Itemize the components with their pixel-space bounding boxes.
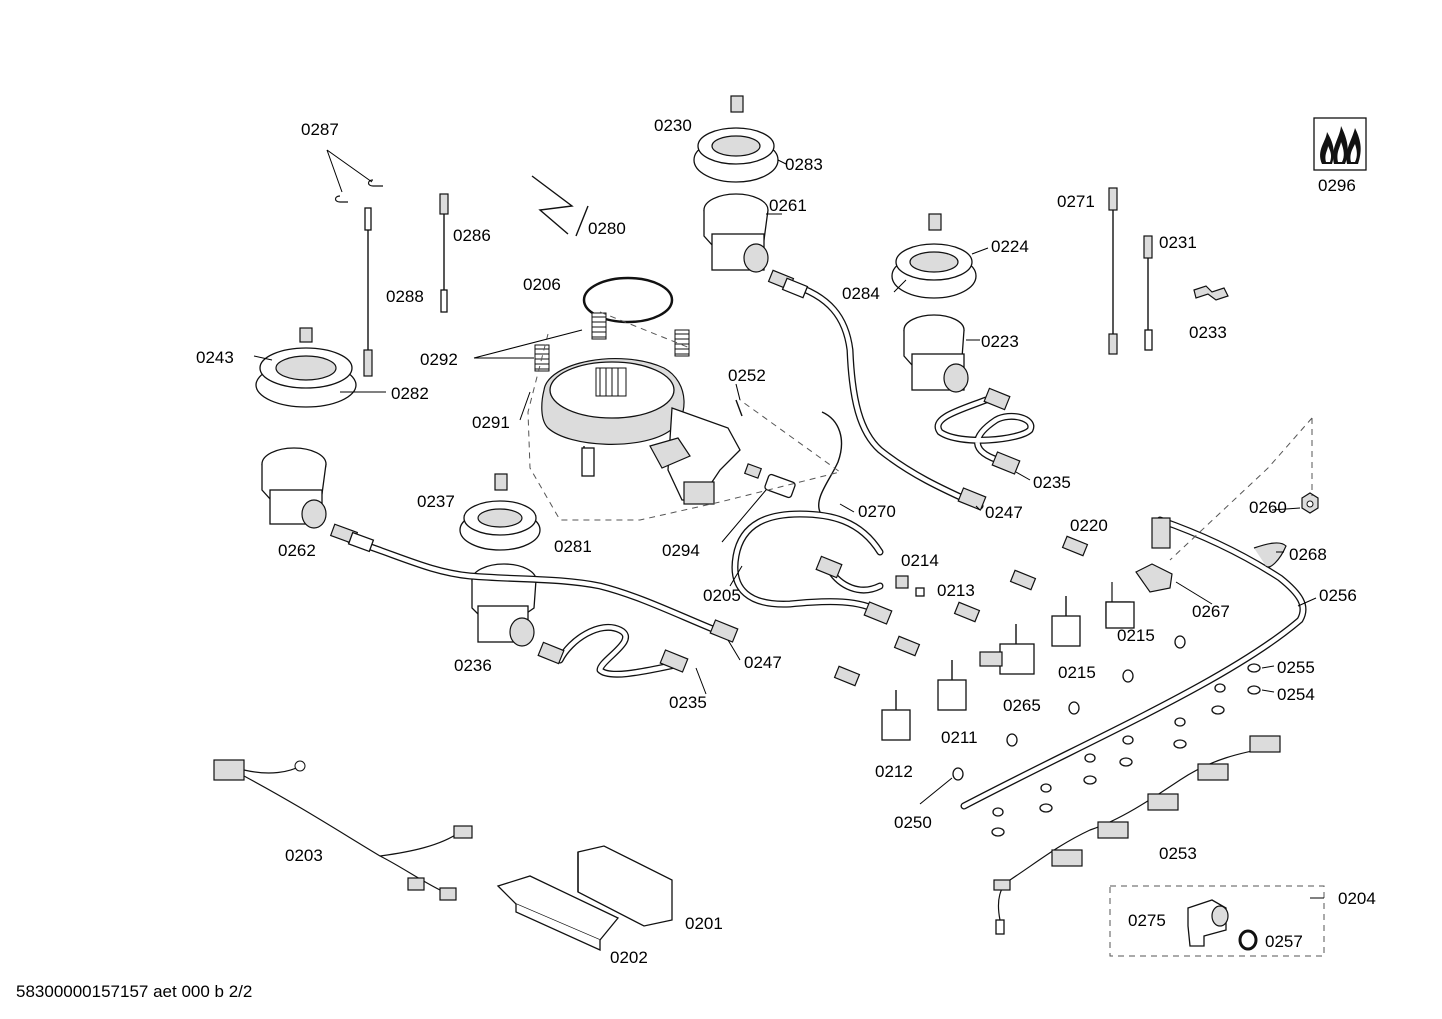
gas-tubes xyxy=(346,280,1307,810)
callout-0281: 0281 xyxy=(554,537,592,556)
callout-0283: 0283 xyxy=(785,155,823,174)
callout-0211: 0211 xyxy=(941,728,978,747)
callout-0237: 0237 xyxy=(417,492,455,511)
callout-0253: 0253 xyxy=(1159,844,1197,863)
callout-0257: 0257 xyxy=(1265,932,1303,951)
callout-0288: 0288 xyxy=(386,287,424,306)
burner-base-0223 xyxy=(903,314,969,393)
electrode-0231 xyxy=(1143,235,1153,351)
callout-0252: 0252 xyxy=(728,366,766,385)
washer-0257 xyxy=(1238,929,1258,951)
callout-0294: 0294 xyxy=(662,541,700,560)
callout-0271: 0271 xyxy=(1057,192,1095,211)
callout-0262: 0262 xyxy=(278,541,316,560)
callout-0256: 0256 xyxy=(1319,586,1357,605)
callout-0280: 0280 xyxy=(588,219,626,238)
burner-base-0262 xyxy=(261,447,327,529)
burner-0230-0283 xyxy=(693,95,779,183)
callout-0247-right: 0247 xyxy=(985,503,1023,522)
elbow-0275 xyxy=(1187,899,1229,947)
callout-0235-right: 0235 xyxy=(1033,473,1071,492)
callout-0250: 0250 xyxy=(894,813,932,832)
clip-0233 xyxy=(1193,285,1229,301)
thermocouple-0288 xyxy=(363,207,373,377)
dashed-assembly-lines xyxy=(527,311,1325,957)
springs-0292 xyxy=(534,312,690,372)
callout-0268: 0268 xyxy=(1289,545,1327,564)
callout-0212: 0212 xyxy=(875,762,913,781)
callout-0286: 0286 xyxy=(453,226,491,245)
callout-0202: 0202 xyxy=(610,948,648,967)
callout-0247-left: 0247 xyxy=(744,653,782,672)
gas-flames-icon xyxy=(1313,117,1367,171)
gasket-0267 xyxy=(1135,563,1173,593)
callout-0201: 0201 xyxy=(685,914,723,933)
bracket-0202 xyxy=(496,875,620,952)
callout-0215-upper: 0215 xyxy=(1117,626,1155,645)
o-ring-0206 xyxy=(582,276,674,324)
callout-0243: 0243 xyxy=(196,348,234,367)
bracket-0201 xyxy=(577,845,673,927)
callout-0206: 0206 xyxy=(523,275,561,294)
document-code: 58300000157157 aet 000 b 2/2 xyxy=(16,982,252,1001)
callout-labels: 0287 0230 0283 0296 0261 0271 0286 0280 … xyxy=(196,116,1376,967)
nut-0260 xyxy=(1301,492,1319,514)
callout-0215-lower: 0215 xyxy=(1058,663,1096,682)
ignition-harness-0253 xyxy=(993,735,1281,935)
nozzle-0294 xyxy=(743,463,796,499)
callout-0265: 0265 xyxy=(1003,696,1041,715)
burner-0224-0284 xyxy=(891,213,977,299)
callout-0224: 0224 xyxy=(991,237,1029,256)
callout-0284: 0284 xyxy=(842,284,880,303)
screw-0252 xyxy=(735,399,743,417)
wire-bracket-0280 xyxy=(531,175,589,237)
callout-0231: 0231 xyxy=(1159,233,1197,252)
burner-0237-0281 xyxy=(459,473,541,551)
callout-0214: 0214 xyxy=(901,551,939,570)
callout-0270: 0270 xyxy=(858,502,896,521)
callout-0287: 0287 xyxy=(301,120,339,139)
washers xyxy=(952,635,1261,837)
callout-0213: 0213 xyxy=(937,581,975,600)
burner-body-0291 xyxy=(541,358,741,505)
callout-0235-left: 0235 xyxy=(669,693,707,712)
callout-0291: 0291 xyxy=(472,413,510,432)
leader-lines xyxy=(253,149,1324,899)
callout-0275: 0275 xyxy=(1128,911,1166,930)
callout-0296: 0296 xyxy=(1318,176,1356,195)
callout-0233: 0233 xyxy=(1189,323,1227,342)
callout-0220: 0220 xyxy=(1070,516,1108,535)
clip-0268 xyxy=(1253,542,1287,568)
wiring-harness-0203 xyxy=(213,759,473,901)
callout-0260: 0260 xyxy=(1249,498,1287,517)
callout-0203: 0203 xyxy=(285,846,323,865)
gas-taps xyxy=(881,582,1135,741)
tube-fittings xyxy=(329,269,1171,673)
clip-0287 xyxy=(334,179,383,203)
callout-0267: 0267 xyxy=(1192,602,1230,621)
thermocouple-0271 xyxy=(1108,187,1118,355)
callout-0230: 0230 xyxy=(654,116,692,135)
callout-0223: 0223 xyxy=(981,332,1019,351)
burner-base-0261 xyxy=(703,193,769,273)
callout-0254: 0254 xyxy=(1277,685,1315,704)
callout-0205: 0205 xyxy=(703,586,741,605)
jets xyxy=(833,535,1089,687)
callout-0261: 0261 xyxy=(769,196,807,215)
callout-0204: 0204 xyxy=(1338,889,1376,908)
callout-0236: 0236 xyxy=(454,656,492,675)
burner-0243-0282 xyxy=(255,327,357,408)
callout-0292: 0292 xyxy=(420,350,458,369)
electrode-0286 xyxy=(439,193,449,313)
callout-0255: 0255 xyxy=(1277,658,1315,677)
callout-0282: 0282 xyxy=(391,384,429,403)
